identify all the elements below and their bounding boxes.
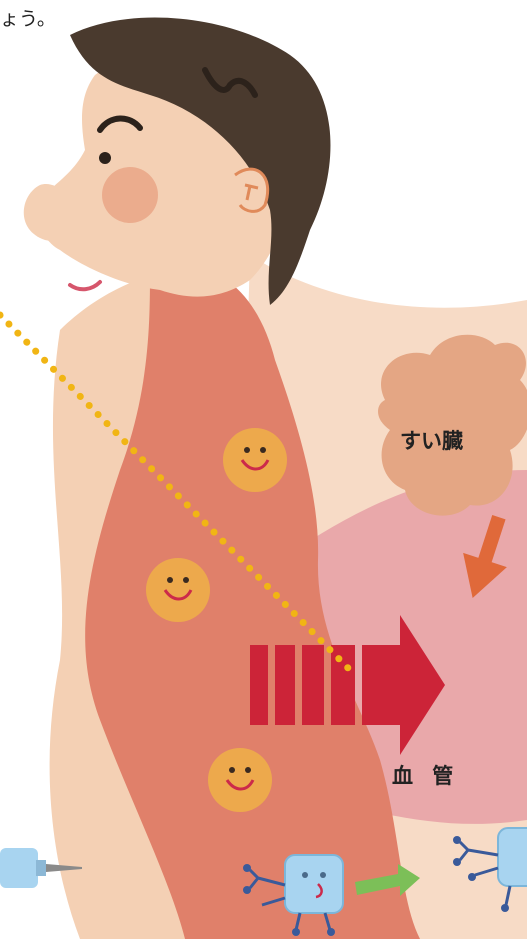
smiley-icon (146, 558, 210, 622)
cheek (102, 167, 158, 223)
mouth (70, 282, 100, 289)
blood-vessel-label: 血 管 (392, 760, 459, 790)
eye (99, 152, 111, 164)
smiley-icon (208, 748, 272, 812)
pancreas-label: すい臓 (400, 425, 463, 455)
caption-text: ょう。 (0, 4, 56, 31)
smiley-icon (223, 428, 287, 492)
ear (235, 169, 268, 211)
